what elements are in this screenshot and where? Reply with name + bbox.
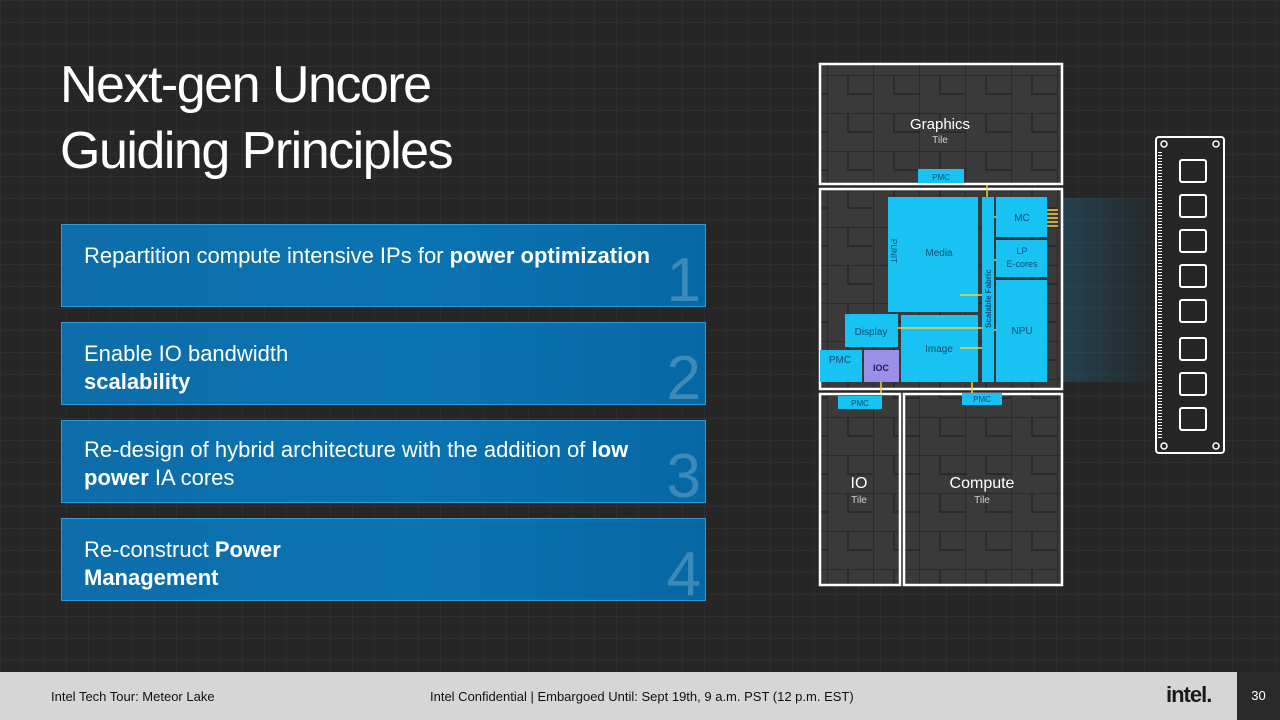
- npu-block: [996, 280, 1047, 382]
- meteor-lake-diagram: Graphics Tile PMC PUNIT Media Scalable F…: [818, 62, 1225, 587]
- memory-module-icon: [1155, 136, 1225, 454]
- io-tile: PMC IO Tile: [818, 392, 902, 587]
- compute-pmc-label-top: PMC: [973, 395, 991, 404]
- graphics-pmc-label: PMC: [932, 173, 950, 182]
- principle-number-3: 3: [666, 442, 701, 511]
- graphics-tile-name: Graphics: [910, 116, 970, 133]
- footer-confidential: Intel Confidential | Embargoed Until: Se…: [430, 689, 854, 704]
- principle-number-2: 2: [666, 344, 701, 413]
- memory-beam: [1048, 198, 1160, 382]
- io-tile-sub: Tile: [851, 495, 867, 506]
- principle-text-4: Re-construct Power Management: [84, 537, 281, 590]
- io-pmc-label-top: PMC: [851, 399, 869, 408]
- principle-text-2: Enable IO bandwidth scalability: [84, 341, 289, 394]
- ecores-label: E-cores: [1006, 259, 1038, 269]
- principle-text-1: Repartition compute intensive IPs for po…: [84, 243, 651, 268]
- punit-label: PUNIT: [889, 239, 898, 263]
- media-label: Media: [925, 248, 953, 259]
- title-line-1: Next-gen Uncore: [60, 56, 432, 114]
- principle-card-3: Re-design of hybrid architecture with th…: [61, 420, 706, 508]
- soc-pmc-label: PMC: [829, 355, 851, 366]
- lp-ecores-block: [996, 240, 1047, 277]
- compute-tile-sub: Tile: [974, 495, 990, 506]
- principle-card-1: Repartition compute intensive IPs for po…: [61, 224, 706, 312]
- intel-logo: intel.: [1166, 682, 1212, 707]
- mc-block: [996, 197, 1047, 237]
- fabric-links: [880, 185, 1058, 394]
- npu-label: NPU: [1011, 326, 1032, 337]
- page-title: Next-gen Uncore Guiding Principles: [60, 52, 454, 184]
- lp-label: LP: [1016, 246, 1027, 256]
- page-number: 30: [1237, 672, 1280, 720]
- compute-tile-name: Compute: [950, 475, 1015, 492]
- io-tile-name: IO: [851, 475, 868, 492]
- display-block: [845, 314, 898, 347]
- punit-block: [888, 197, 901, 312]
- display-label: Display: [855, 327, 888, 338]
- mc-label: MC: [1014, 213, 1030, 224]
- soc-pmc-block: [820, 350, 862, 382]
- graphics-tile: Graphics Tile PMC: [818, 62, 1064, 186]
- media-block: [901, 197, 978, 312]
- principle-number-1: 1: [666, 246, 701, 315]
- compute-tile: PMC Compute Tile: [902, 392, 1064, 587]
- principle-number-4: 4: [666, 540, 701, 609]
- image-label: Image: [925, 344, 953, 355]
- footer-bar: Intel Tech Tour: Meteor Lake Intel Confi…: [0, 672, 1280, 720]
- principle-card-4: Re-construct Power Management 4: [61, 518, 706, 606]
- graphics-pmc-block: [918, 169, 964, 183]
- graphics-tile-sub: Tile: [932, 135, 948, 146]
- ioc-block: [864, 350, 899, 382]
- scalable-fabric-label: Scalable Fabric: [984, 269, 993, 328]
- scalable-fabric-block: [982, 197, 994, 382]
- title-line-2: Guiding Principles: [60, 122, 454, 180]
- ioc-label: IOC: [873, 363, 890, 373]
- soc-tile: PUNIT Media Scalable Fabric MC LP E-core…: [818, 185, 1064, 394]
- principle-text-3: Re-design of hybrid architecture with th…: [84, 437, 629, 490]
- footer-event: Intel Tech Tour: Meteor Lake: [51, 689, 215, 704]
- principle-card-2: Enable IO bandwidth scalability 2: [61, 322, 706, 410]
